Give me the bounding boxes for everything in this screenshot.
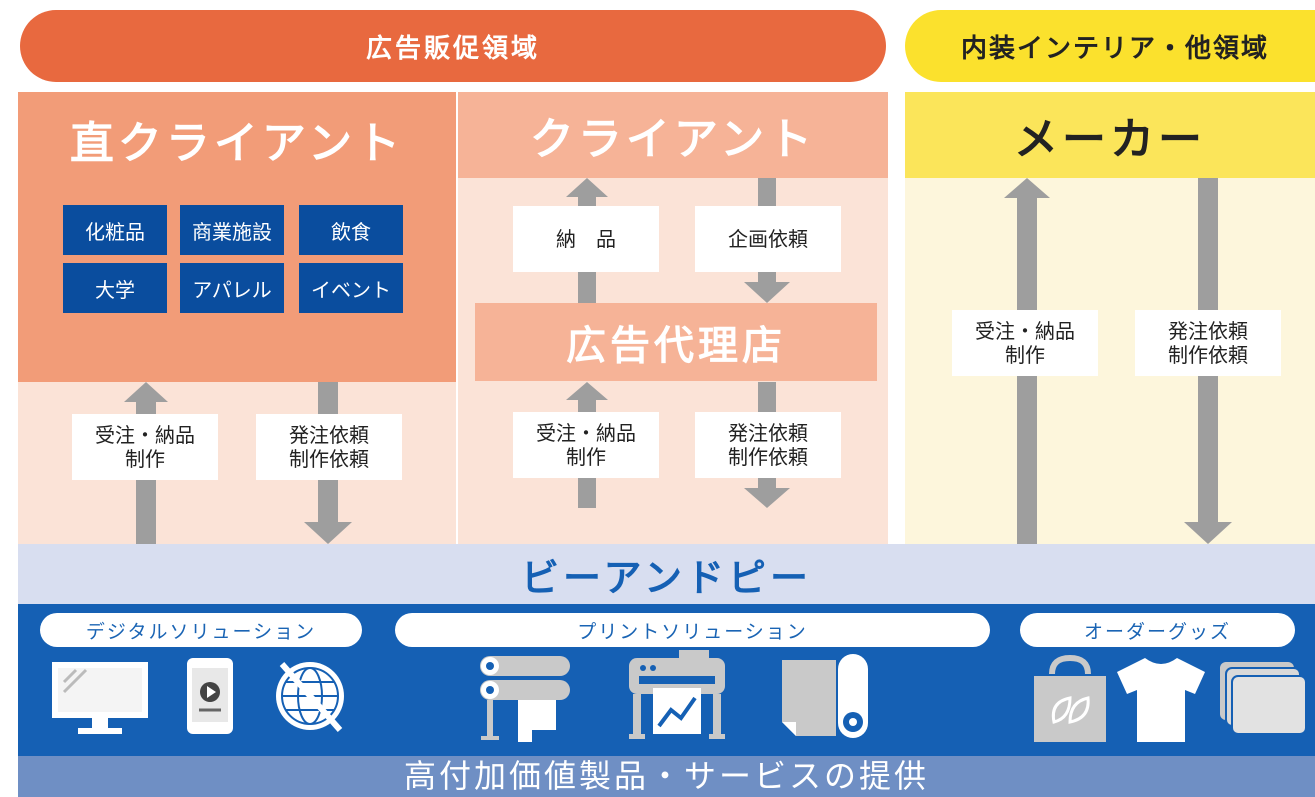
- smartphone-icon: [187, 658, 233, 734]
- arrow-down-agency-head: [744, 488, 790, 508]
- arrow-down-maker-head: [1184, 522, 1232, 544]
- tag-event: イベント: [299, 263, 403, 313]
- domain-header-interior: 内装インテリア・他領域: [905, 10, 1315, 82]
- maker-title: メーカー: [905, 92, 1315, 178]
- arrow-down-direct-head: [304, 522, 352, 544]
- flow-box-direct-request: 発注依頼 制作依頼: [256, 414, 402, 480]
- solution-label-goods: オーダーグッズ: [1020, 613, 1295, 647]
- flow-box-maker-request: 発注依頼 制作依頼: [1135, 310, 1281, 376]
- domain-header-advertising-label: 広告販促領域: [365, 33, 540, 64]
- arrow-up-agency-head: [566, 382, 608, 400]
- direct-client-title: 直クライアント: [69, 118, 405, 169]
- footer-band: 高付加価値製品・サービスの提供: [18, 756, 1315, 797]
- poster-roll-icon: [782, 654, 868, 738]
- plotter-icon: [629, 650, 725, 739]
- flow-box-maker-order: 受注・納品 制作: [952, 310, 1098, 376]
- paper-roll-icon: [480, 656, 570, 742]
- flow-box-planning-request: 企画依頼: [695, 206, 841, 272]
- flow-box-agency-request: 発注依頼 制作依頼: [695, 412, 841, 478]
- flow-box-direct-order: 受注・納品 制作: [72, 414, 218, 480]
- arrow-up-maker-head: [1004, 178, 1050, 198]
- eco-bag-icon: [1034, 654, 1106, 742]
- flow-box-delivery: 納 品: [513, 206, 659, 272]
- agency-title: 広告代理店: [475, 303, 877, 381]
- flow-box-agency-order: 受注・納品 制作: [513, 412, 659, 478]
- arrow-down-client-head: [744, 282, 790, 303]
- company-name: ビーアンドピー: [521, 555, 812, 600]
- domain-header-interior-label: 内装インテリア・他領域: [960, 33, 1269, 64]
- arrow-up-client-head: [566, 178, 608, 197]
- footer-text: 高付加価値製品・サービスの提供: [403, 757, 929, 795]
- tag-commercial-facility: 商業施設: [180, 205, 284, 255]
- tag-apparel: アパレル: [180, 263, 284, 313]
- company-band: ビーアンドピー: [18, 544, 1315, 604]
- globe-icon: [276, 662, 344, 732]
- tshirt-icon: [1117, 658, 1205, 742]
- tag-cosmetics: 化粧品: [63, 205, 167, 255]
- solution-label-print: プリントソリューション: [395, 613, 990, 647]
- tag-food: 飲食: [299, 205, 403, 255]
- tag-university: 大学: [63, 263, 167, 313]
- client-title: クライアント: [458, 92, 888, 178]
- arrow-up-direct-head: [124, 382, 168, 402]
- monitor-icon: [52, 662, 148, 734]
- card-stack-icon: [1220, 662, 1307, 735]
- solution-label-digital: デジタルソリューション: [40, 613, 362, 647]
- domain-header-advertising: 広告販促領域: [20, 10, 886, 82]
